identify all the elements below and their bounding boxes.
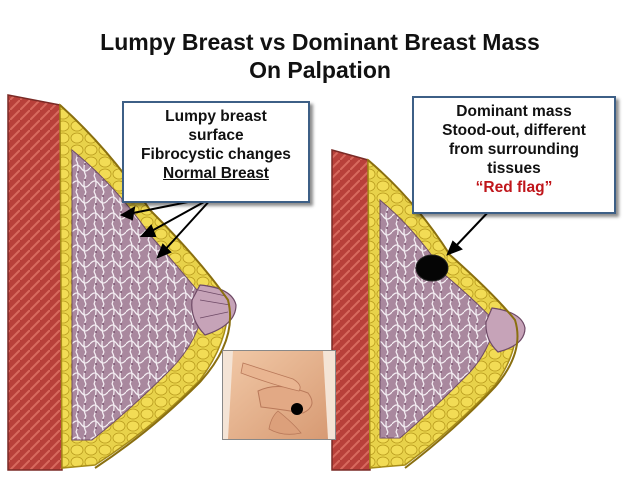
red-flag-label: “Red flag” [475,179,553,196]
dominant-mass-callout: Dominant mass Stood-out, different from … [412,96,616,214]
dominant-mass-arrow [446,207,493,256]
callout-line: Lumpy breast [165,108,267,125]
callout-line: tissues [487,160,541,177]
lump-marker-icon [291,403,303,415]
lumpy-surface-arrows [119,196,214,259]
nipple [485,307,526,353]
callout-line: Dominant mass [456,103,572,120]
normal-breast-label: Normal Breast [163,165,269,182]
chest-wall-muscle [331,149,371,471]
title-line-1: Lumpy Breast vs Dominant Breast Mass [100,29,540,55]
callout-line: surface [188,127,244,144]
self-exam-photo [222,350,336,440]
callout-line: from surrounding [448,141,580,158]
callout-line: Fibrocystic changes [141,146,291,163]
normal-breast-callout: Lumpy breast surface Fibrocystic changes… [122,101,310,203]
nipple [191,284,237,336]
title-line-2: On Palpation [249,57,391,83]
chest-wall-muscle [7,94,63,471]
dominant-mass-cross-section [331,149,526,471]
dominant-mass [415,254,449,282]
page-title: Lumpy Breast vs Dominant Breast Mass On … [0,28,640,84]
normal-breast-cross-section [7,94,237,471]
callout-line: Stood-out, different [442,122,586,139]
